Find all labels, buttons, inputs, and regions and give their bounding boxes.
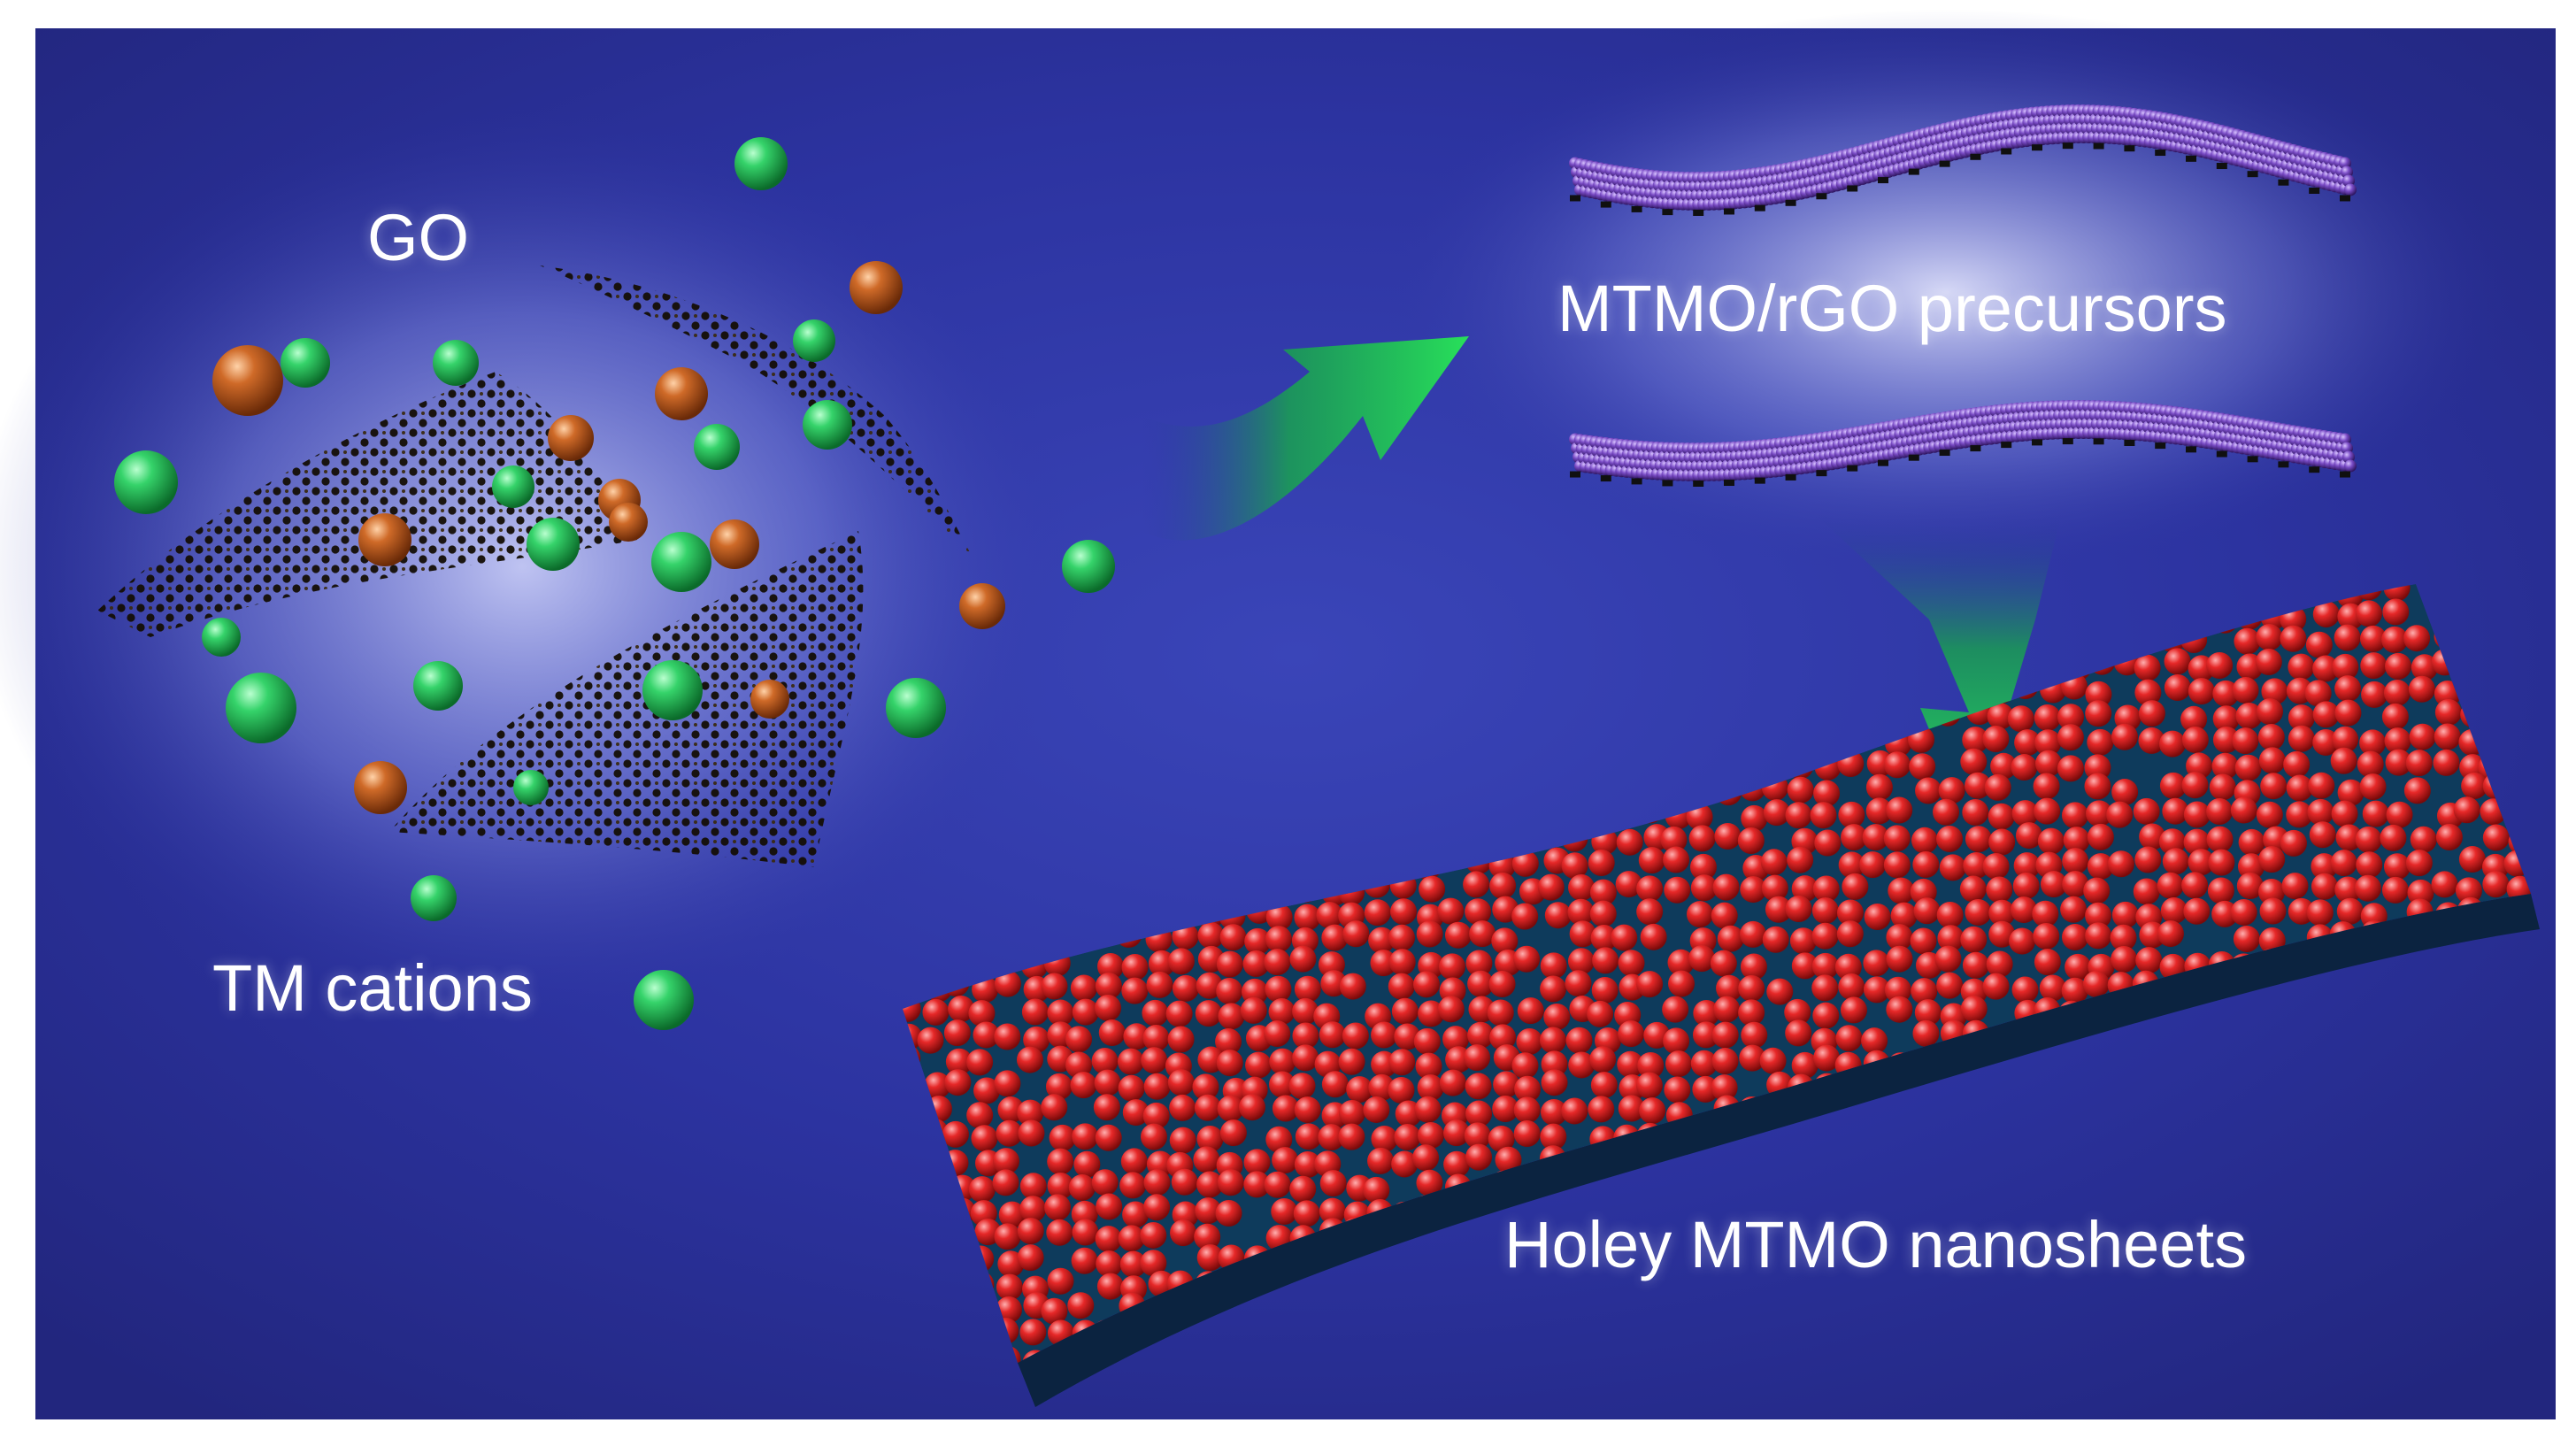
tm-cation-green (433, 340, 479, 386)
tm-cation-orange (354, 761, 407, 814)
mtmo-rgo-precursors (1569, 104, 2357, 487)
tm-cation-green (281, 338, 330, 388)
tm-cation-green (226, 673, 296, 743)
tm-cation-green (527, 518, 580, 571)
tm-cation-orange (358, 513, 411, 566)
precursor-ribbon (1569, 400, 2357, 487)
tm-cation-green (1062, 540, 1115, 593)
tm-cation-green (886, 678, 946, 738)
tm-cation-green (694, 424, 740, 470)
tm-cation-green (803, 400, 852, 450)
tm-cation-orange (710, 519, 759, 569)
tm-cation-green (793, 319, 835, 362)
tm-cation-green (411, 875, 457, 921)
tm-cations-label: TM cations (212, 951, 533, 1025)
tm-cation-green (634, 970, 694, 1030)
nanosheet-shadow (1018, 894, 2540, 1407)
go-label: GO (367, 201, 470, 274)
tm-cation-green (413, 661, 463, 711)
tm-cation-orange (850, 261, 903, 314)
tm-cations-layer (114, 137, 1115, 1030)
go-sheet (389, 531, 864, 867)
tm-cation-green (492, 465, 534, 508)
tm-cation-orange (959, 583, 1005, 629)
tm-cation-orange (609, 503, 648, 542)
tm-cation-green (734, 137, 788, 190)
tm-cation-green (642, 660, 703, 720)
tm-cation-green (513, 770, 549, 805)
nanosheets-label: Holey MTMO nanosheets (1504, 1208, 2248, 1281)
tm-cation-green (114, 450, 178, 514)
go-sheet (97, 372, 637, 637)
tm-cation-orange (655, 367, 708, 420)
curved-arrow-right-icon (1142, 336, 1469, 541)
precursors-label: MTMO/rGO precursors (1557, 272, 2227, 345)
tm-cation-orange (212, 345, 283, 416)
tm-cation-orange (750, 680, 789, 719)
tm-cation-green (202, 618, 241, 657)
tm-cation-green (651, 532, 711, 592)
go-sheets (97, 265, 973, 867)
precursor-ribbon (1569, 104, 2357, 216)
tm-cation-orange (548, 415, 594, 461)
